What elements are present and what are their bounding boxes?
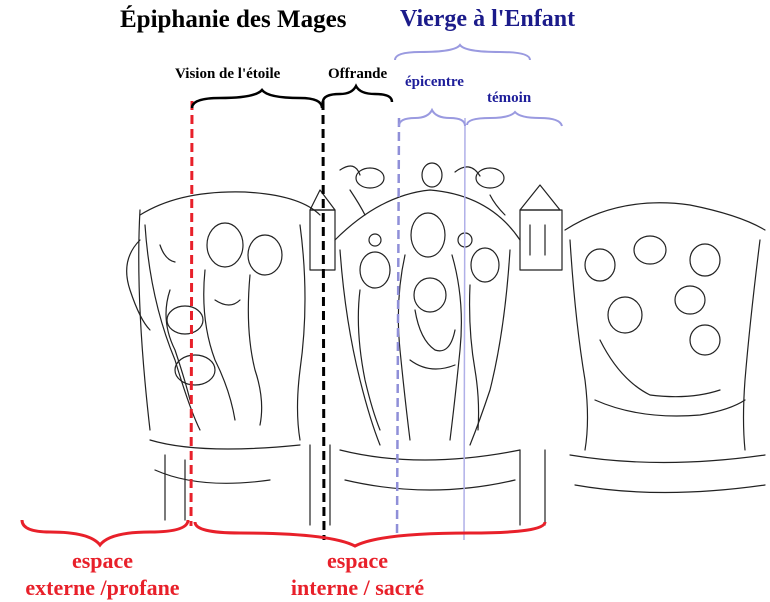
label-espace-interne: espace interne / sacré (270, 547, 445, 601)
title-vierge: Vierge à l'Enfant (400, 6, 575, 33)
label-epicentre: épicentre (405, 74, 464, 91)
label-offrande: Offrande (328, 66, 387, 83)
espace-interne-line2: interne / sacré (270, 574, 445, 601)
brace-vierge (395, 45, 530, 60)
espace-externe-line1: espace (0, 547, 205, 574)
label-vision: Vision de l'étoile (175, 66, 280, 83)
black-divider-line (323, 101, 324, 540)
espace-externe-line2: externe /profane (0, 574, 205, 601)
label-espace-externe: espace externe /profane (0, 547, 205, 601)
brace-epicentre (399, 110, 465, 126)
brace-temoin (467, 112, 562, 126)
red-divider-line (191, 101, 192, 526)
brace-interne (195, 522, 545, 546)
label-temoin: témoin (487, 90, 531, 107)
brace-externe (22, 520, 188, 545)
title-epiphanie: Épiphanie des Mages (120, 6, 346, 34)
espace-interne-line1: espace (270, 547, 445, 574)
brace-vision (192, 90, 322, 108)
blue-solid-line (464, 118, 465, 540)
brace-offrande (323, 86, 392, 102)
